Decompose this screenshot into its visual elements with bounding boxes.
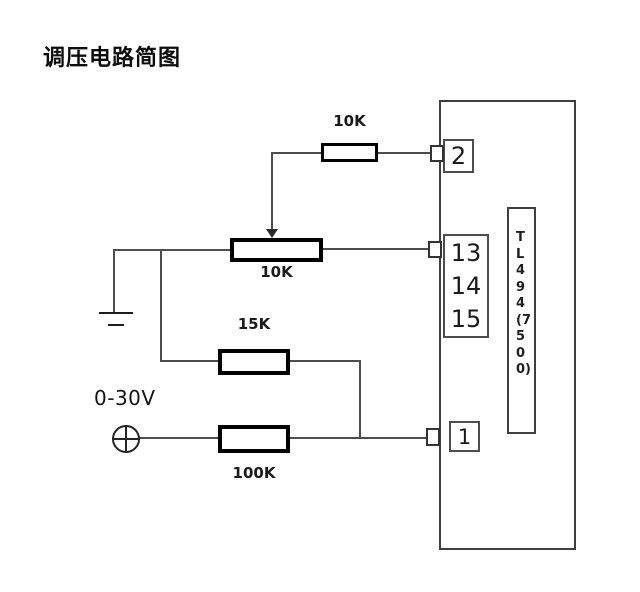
page-title: 调压电路简图 <box>43 46 182 71</box>
ground-icon <box>99 312 133 327</box>
pin-13-14-15-box: 13 14 15 <box>443 234 489 338</box>
wire-r-mid-left <box>160 360 218 362</box>
pin-15-label: 15 <box>450 305 482 334</box>
wire-r-top-left <box>272 152 322 154</box>
pin-1-label: 1 <box>457 424 472 449</box>
pin-2-label: 2 <box>450 142 467 170</box>
wire-pot-to-pin13 <box>322 248 430 250</box>
pin-2-box: 2 <box>443 139 474 173</box>
pin-1-stub <box>426 428 440 446</box>
wire-r-top-to-pin2 <box>377 152 431 154</box>
wire-source-to-r-bottom <box>138 437 219 439</box>
resistor-100k-label: 100K <box>232 464 276 482</box>
wire-r-bottom-to-pin1 <box>289 437 427 439</box>
ic-label: TL494(7500) <box>516 230 531 377</box>
potentiometer-10k <box>230 238 323 262</box>
resistor-15k-label: 15K <box>237 315 271 333</box>
wire-wiper-vertical <box>271 152 273 232</box>
ground-bar-long <box>99 312 133 314</box>
wire-pot-left <box>114 249 231 251</box>
resistor-10k-top <box>321 143 378 162</box>
voltage-source-icon <box>112 425 140 453</box>
pin-2-stub <box>430 145 444 162</box>
pin-1-box: 1 <box>449 421 480 452</box>
pin-13-label: 13 <box>450 238 482 267</box>
ic-label-box: TL494(7500) <box>507 207 536 434</box>
voltage-source-label: 0-30V <box>94 386 156 410</box>
wiper-arrow-icon <box>266 229 278 238</box>
resistor-100k <box>218 425 290 453</box>
voltage-source-cross-horizontal <box>112 438 140 440</box>
wire-to-ground <box>113 249 115 313</box>
wire-r-mid-right <box>289 360 361 362</box>
wire-junction-vertical <box>359 360 361 439</box>
potentiometer-10k-label: 10K <box>260 263 293 281</box>
resistor-15k <box>218 349 290 375</box>
resistor-10k-top-label: 10K <box>333 112 366 130</box>
pin-13-stub <box>428 241 442 258</box>
ground-bar-short <box>108 324 124 326</box>
pin-14-label: 14 <box>450 271 482 300</box>
wire-branch-vertical <box>160 249 162 362</box>
